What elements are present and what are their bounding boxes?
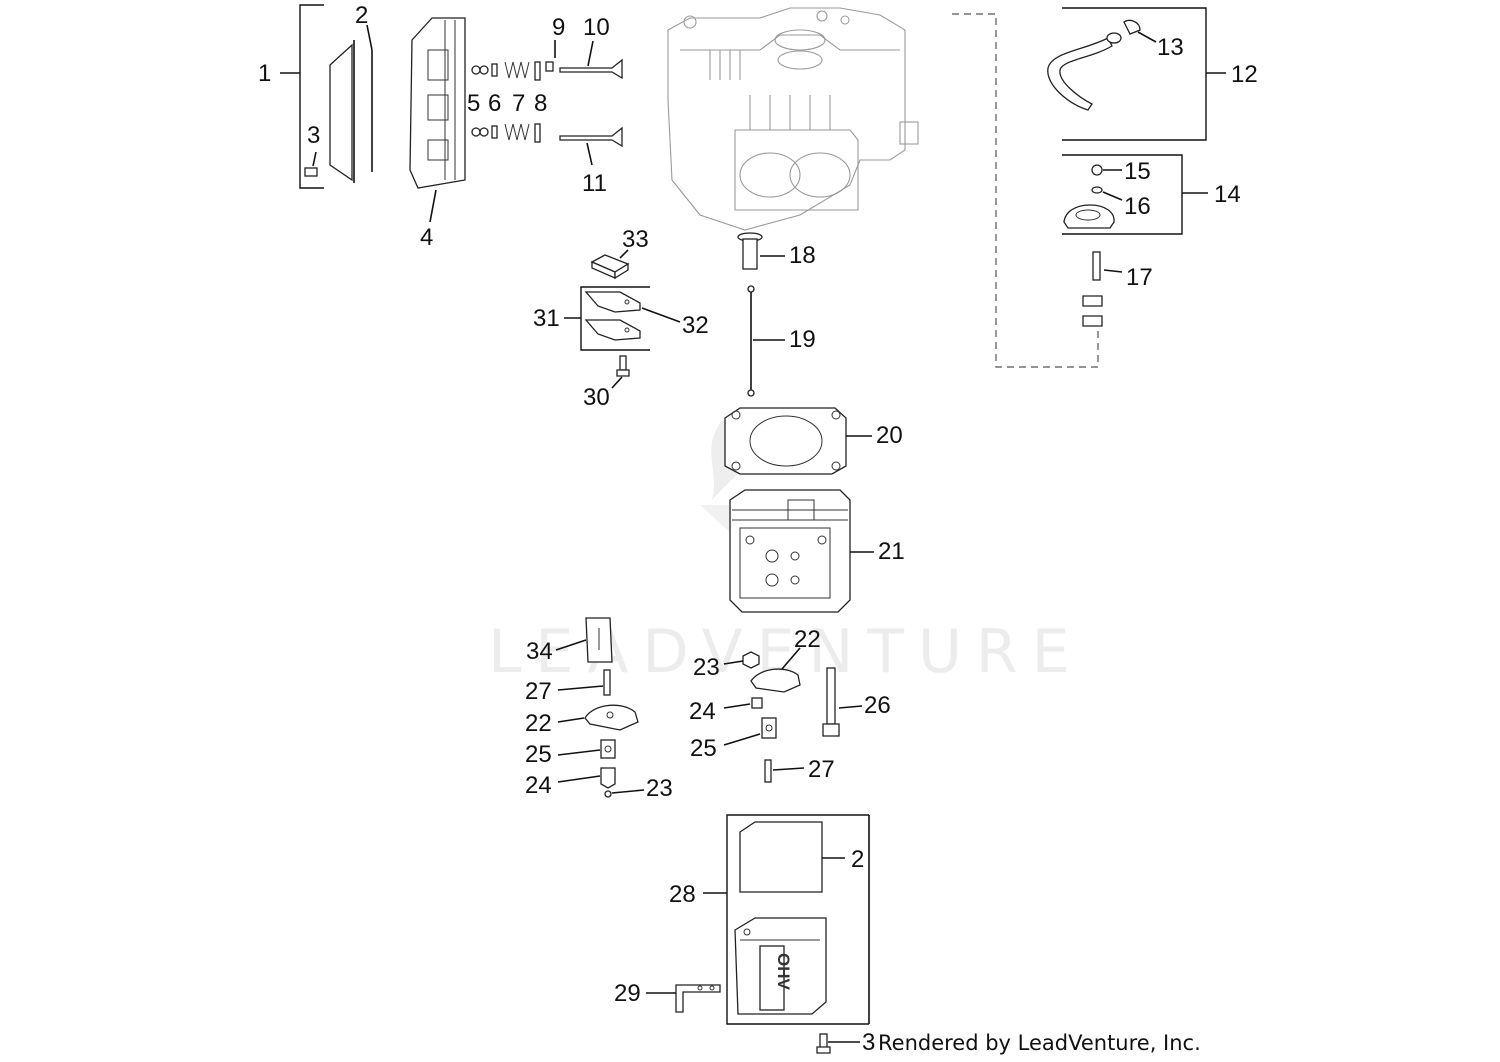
callout-28: 28 bbox=[669, 881, 696, 908]
callout-23-right: 23 bbox=[693, 654, 720, 681]
part-17-fitting bbox=[1082, 251, 1123, 327]
callout-2: 2 bbox=[355, 2, 368, 29]
callout-25-right: 25 bbox=[690, 735, 717, 762]
part-4-head-side bbox=[409, 17, 466, 223]
callout-6: 6 bbox=[488, 90, 501, 117]
callout-31: 31 bbox=[533, 305, 560, 332]
part-23-nut-left bbox=[604, 789, 645, 798]
callout-17: 17 bbox=[1126, 264, 1153, 291]
part-27-stud-right bbox=[764, 759, 805, 783]
engine-crankcase bbox=[667, 7, 919, 231]
part-21-cylinder-head bbox=[729, 489, 874, 613]
callout-27-left: 27 bbox=[525, 678, 552, 705]
callout-16: 16 bbox=[1124, 193, 1151, 220]
callout-25-left: 25 bbox=[525, 741, 552, 768]
callout-24-right: 24 bbox=[689, 698, 716, 725]
callout-8: 8 bbox=[534, 90, 547, 117]
valve-train bbox=[471, 40, 623, 166]
callout-19: 19 bbox=[789, 326, 816, 353]
hose-route-dashed bbox=[952, 13, 1099, 368]
callout-30: 30 bbox=[583, 384, 610, 411]
part-22-rocker-right bbox=[750, 647, 801, 693]
callout-13: 13 bbox=[1157, 34, 1184, 61]
callout-27-right: 27 bbox=[808, 756, 835, 783]
callout-23-left: 23 bbox=[646, 775, 673, 802]
callout-7: 7 bbox=[512, 90, 525, 117]
callout-21: 21 bbox=[878, 538, 905, 565]
part-23-nut-right bbox=[723, 651, 760, 669]
callout-4: 4 bbox=[420, 224, 433, 251]
callout-22-right: 22 bbox=[794, 626, 821, 653]
part-18-tappet bbox=[737, 232, 785, 270]
part-group-1 bbox=[280, 4, 373, 189]
callout-10: 10 bbox=[583, 14, 610, 41]
callout-9: 9 bbox=[552, 14, 565, 41]
part-22-rocker-left bbox=[557, 704, 639, 731]
cover-logo: OHV bbox=[774, 953, 793, 991]
part-20-head-gasket bbox=[724, 407, 872, 475]
callout-11: 11 bbox=[582, 170, 607, 197]
callout-3: 3 bbox=[307, 122, 320, 149]
part-group-28: OHV bbox=[703, 814, 870, 1025]
callout-1: 1 bbox=[258, 60, 271, 87]
part-group-31 bbox=[564, 286, 681, 351]
part-3-screw-bottom bbox=[816, 1033, 860, 1054]
part-30-screw bbox=[611, 355, 630, 389]
part-group-14 bbox=[1062, 154, 1208, 235]
part-27-stud-left bbox=[557, 669, 611, 696]
part-34-plate bbox=[555, 617, 613, 663]
callout-34: 34 bbox=[526, 638, 553, 665]
callout-12: 12 bbox=[1231, 61, 1258, 88]
callout-3-bottom: 3 bbox=[862, 1029, 875, 1056]
part-29-bracket bbox=[646, 984, 721, 1013]
callout-14: 14 bbox=[1214, 181, 1241, 208]
callout-20: 20 bbox=[876, 422, 903, 449]
callout-29: 29 bbox=[614, 980, 641, 1007]
callout-5: 5 bbox=[467, 90, 480, 117]
part-24-adjuster-right bbox=[723, 697, 763, 709]
callout-32: 32 bbox=[682, 312, 709, 339]
callout-33: 33 bbox=[622, 226, 649, 253]
part-group-12 bbox=[1047, 7, 1226, 141]
credit-text: Rendered by LeadVenture, Inc. bbox=[878, 1031, 1201, 1055]
part-26-bolt bbox=[822, 667, 863, 737]
part-19-pushrod bbox=[747, 285, 785, 397]
part-25-pivot-left bbox=[557, 739, 616, 759]
callout-24-left: 24 bbox=[525, 772, 552, 799]
callout-22-left: 22 bbox=[525, 710, 552, 737]
callout-18: 18 bbox=[789, 242, 816, 269]
part-25-pivot-right bbox=[723, 717, 777, 746]
part-33-block bbox=[590, 249, 630, 280]
part-24-adjuster-left bbox=[557, 767, 616, 789]
callout-15: 15 bbox=[1124, 158, 1151, 185]
callout-2-bottom: 2 bbox=[851, 846, 864, 873]
callout-26: 26 bbox=[864, 692, 891, 719]
